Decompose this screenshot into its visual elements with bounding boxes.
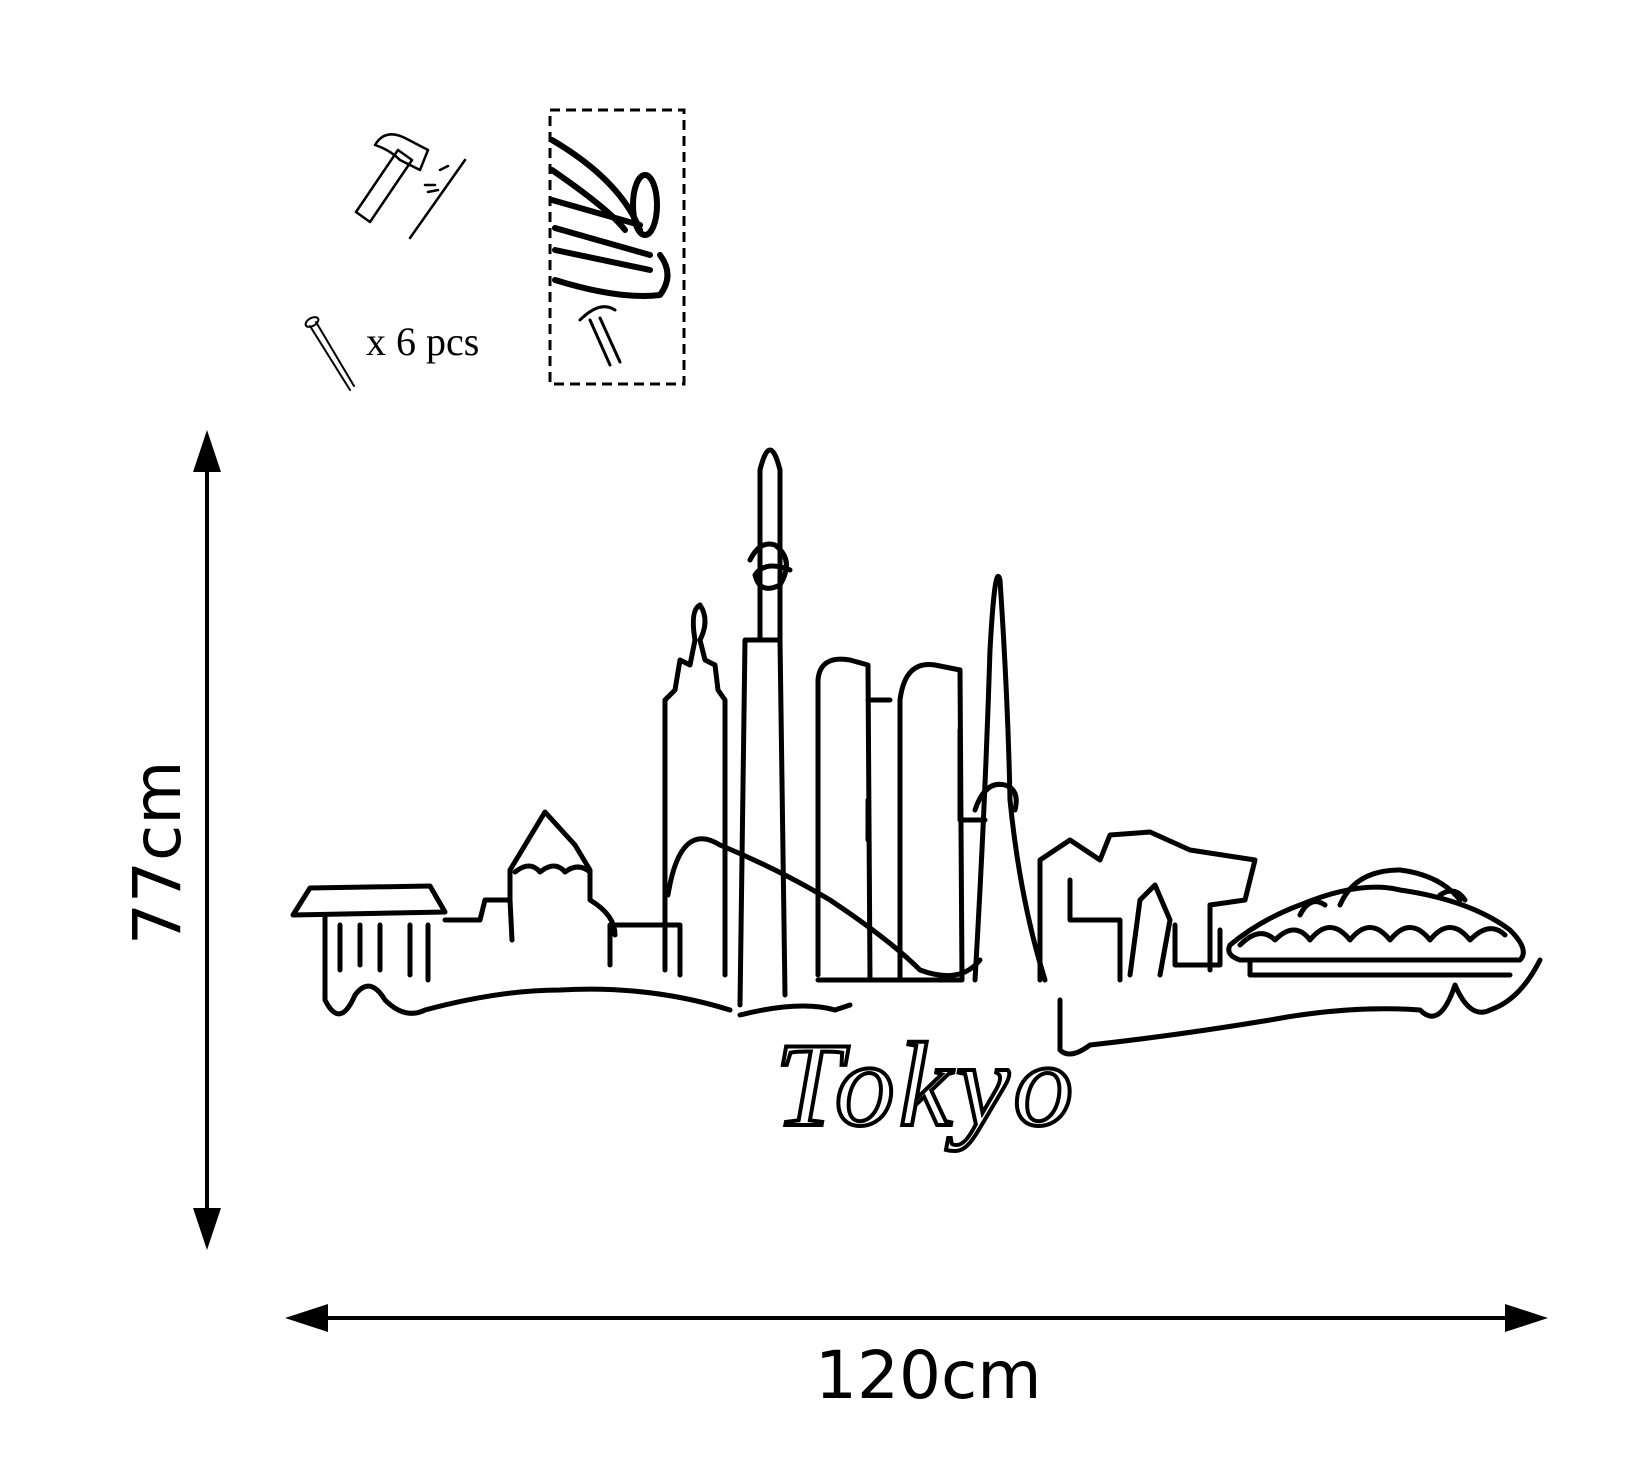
nail-icon <box>304 316 355 391</box>
width-label: 120cm <box>815 1337 1042 1414</box>
tokyo-skyline-artwork <box>290 447 1543 1057</box>
height-dimension-arrow <box>193 430 221 1250</box>
height-label: 77cm <box>119 760 196 945</box>
hanging-detail-icon <box>548 108 686 386</box>
nail-count-label: x 6 pcs <box>366 319 479 364</box>
tokyo-script-lettering: Tokyo <box>775 1018 1077 1151</box>
width-dimension-arrow <box>285 1304 1548 1332</box>
hammer-icon <box>354 133 467 240</box>
